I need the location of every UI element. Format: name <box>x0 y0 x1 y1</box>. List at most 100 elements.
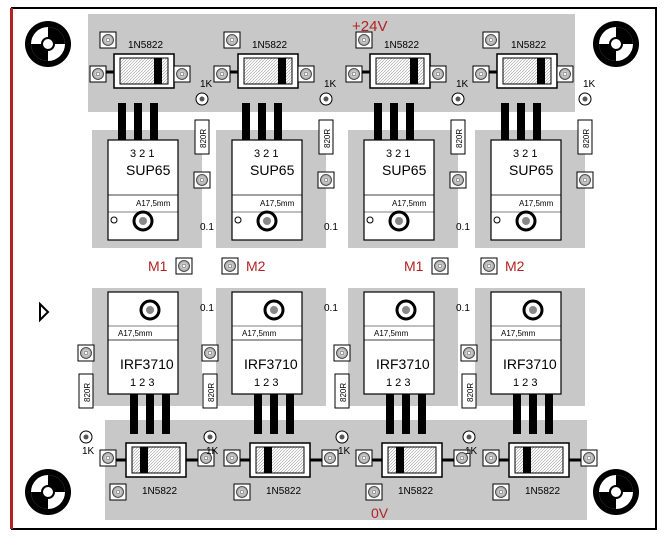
mounting-hole-bottom-left <box>25 469 71 515</box>
bottom-test-pad <box>365 483 383 501</box>
top-diode-pad-k <box>173 65 191 83</box>
bottom-resistor: 820R <box>202 373 218 409</box>
bottom-pull-label: 1K <box>82 446 95 457</box>
top-diode-pad-k <box>556 65 574 83</box>
top-test-pad <box>99 31 117 49</box>
ground-rail-label: 0V <box>371 505 389 521</box>
lower-transistor-pins: 1 2 3 <box>254 377 278 389</box>
top-resistor-label: 820R <box>455 129 464 148</box>
lower-transistor-pins: 1 2 3 <box>513 377 537 389</box>
top-pull-pad <box>195 92 209 106</box>
lower-transistor-label: IRF3710 <box>503 356 557 372</box>
upper-transistor-label: SUP65 <box>509 162 554 178</box>
bottom-diode-pad-k <box>482 449 500 467</box>
top-test-pad <box>223 31 241 49</box>
top-diode <box>89 53 191 89</box>
top-resistor-pad <box>449 171 467 189</box>
top-pull-label: 1K <box>324 79 337 90</box>
bottom-pull-pad <box>462 430 476 444</box>
shunt-label-upper: 0.1 <box>200 222 214 233</box>
bottom-resistor-pad <box>77 344 95 362</box>
top-diode <box>472 53 574 89</box>
top-diode <box>345 53 447 89</box>
top-resistor-pad <box>576 171 594 189</box>
upper-transistor-hole-label: A17,5mm <box>392 199 427 208</box>
motor-pad <box>221 257 239 275</box>
lower-transistor-hole-label: A17,5mm <box>242 329 277 338</box>
top-diode-pad-a <box>472 65 490 83</box>
top-resistor-label: 820R <box>323 129 332 148</box>
lower-transistor-pins: 1 2 3 <box>386 377 410 389</box>
shunt-label-lower: 0.1 <box>456 303 470 314</box>
bottom-diode-pad-a <box>197 449 215 467</box>
shunt-label-lower: 0.1 <box>324 303 338 314</box>
top-test-pad <box>355 31 373 49</box>
lower-transistor-hole-label: A17,5mm <box>501 329 536 338</box>
top-test-pad <box>482 31 500 49</box>
bottom-diode-pad-k <box>223 449 241 467</box>
top-diode-pad-k <box>429 65 447 83</box>
bottom-diode-pad-a <box>580 449 598 467</box>
top-resistor-label: 820R <box>199 129 208 148</box>
mounting-hole-top-right <box>593 21 639 67</box>
top-resistor-pad <box>193 171 211 189</box>
bottom-pull-label: 1K <box>338 446 351 457</box>
bottom-diode-label: 1N5822 <box>525 486 560 497</box>
bottom-resistor: 820R <box>461 373 477 409</box>
upper-transistor-pins: 3 2 1 <box>386 148 410 160</box>
bottom-diode <box>99 442 215 478</box>
bottom-resistor-label: 820R <box>83 383 92 402</box>
lower-transistor-label: IRF3710 <box>120 356 174 372</box>
top-diode-label: 1N5822 <box>252 40 287 51</box>
power-rail-label: +24V <box>352 18 387 35</box>
bottom-diode <box>355 442 471 478</box>
lower-transistor-pins: 1 2 3 <box>130 377 154 389</box>
upper-transistor-label: SUP65 <box>250 162 295 178</box>
bottom-diode <box>482 442 598 478</box>
bottom-pull-label: 1K <box>206 446 219 457</box>
shunt-label-upper: 0.1 <box>456 222 470 233</box>
bottom-test-pad <box>492 483 510 501</box>
motor-label: M1 <box>148 258 168 274</box>
top-resistor-pad <box>317 171 335 189</box>
bottom-diode-pad-k <box>355 449 373 467</box>
top-resistor: 820R <box>318 119 334 155</box>
bottom-pull-label: 1K <box>465 446 478 457</box>
bottom-pull-pad <box>203 430 217 444</box>
top-pull-pad <box>451 92 465 106</box>
motor-label: M2 <box>505 258 525 274</box>
motor-pad <box>480 257 498 275</box>
bottom-resistor-label: 820R <box>207 383 216 402</box>
board-edge-left <box>10 8 13 529</box>
bottom-resistor: 820R <box>334 373 350 409</box>
mounting-hole-bottom-right <box>593 469 639 515</box>
bottom-test-pad <box>109 483 127 501</box>
bottom-resistor-pad <box>333 344 351 362</box>
bottom-diode-pad-a <box>453 449 471 467</box>
top-diode-label: 1N5822 <box>128 40 163 51</box>
motor-pad <box>431 257 449 275</box>
upper-transistor-label: SUP65 <box>382 162 427 178</box>
top-diode <box>213 53 315 89</box>
upper-transistor-hole-label: A17,5mm <box>260 199 295 208</box>
upper-transistor-hole-label: A17,5mm <box>519 199 554 208</box>
bottom-diode-pad-k <box>99 449 117 467</box>
bottom-resistor: 820R <box>78 373 94 409</box>
bottom-diode-pad-a <box>321 449 339 467</box>
shunt-label-lower: 0.1 <box>200 303 214 314</box>
top-resistor: 820R <box>194 119 210 155</box>
top-diode-pad-k <box>297 65 315 83</box>
top-diode-pad-a <box>213 65 231 83</box>
bottom-pull-pad <box>79 430 93 444</box>
lower-transistor-label: IRF3710 <box>244 356 298 372</box>
bottom-resistor-pad <box>201 344 219 362</box>
bottom-diode-label: 1N5822 <box>266 486 301 497</box>
